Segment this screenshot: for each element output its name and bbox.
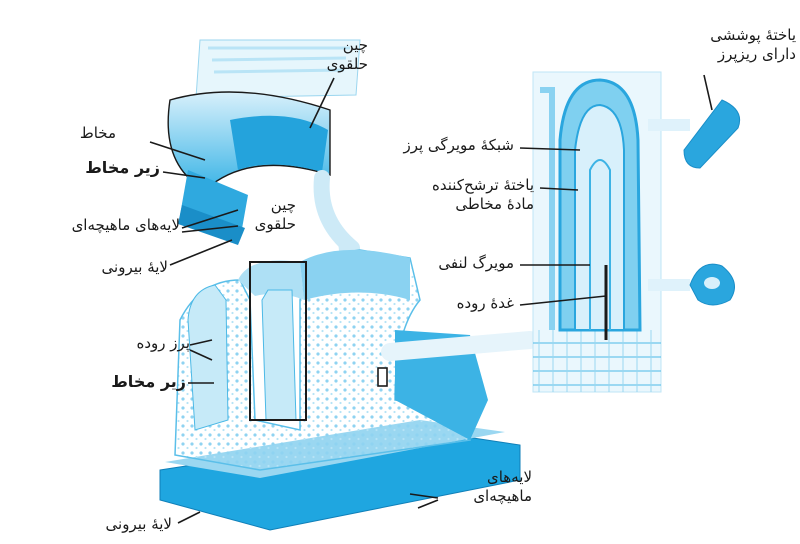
label-line: یاختهٔ پوششی xyxy=(710,26,796,45)
label-line: ماهیچه‌ای xyxy=(473,487,532,506)
label-muscle-layers-top: لایه‌های ماهیچه‌ای xyxy=(72,216,180,235)
label-line: چین xyxy=(327,36,368,55)
label-line: حلقوی xyxy=(327,55,368,74)
label-mucus-secreting-cell: یاختهٔ ترشح‌کننده مادهٔ مخاطی xyxy=(432,176,534,214)
label-circular-fold-mid: چین حلقوی xyxy=(255,196,296,234)
zoom-arrow-1 xyxy=(322,178,352,248)
label-mucosa-top: مخاط xyxy=(80,124,116,143)
label-epithelial-cell: یاختهٔ پوششی دارای ریزپرز xyxy=(710,26,796,64)
label-submucosa-top: زیر مخاط xyxy=(85,158,160,177)
label-line: دارای ریزپرز xyxy=(710,45,796,64)
label-line: چین xyxy=(255,196,296,215)
label-serosa-top: لایهٔ بیرونی xyxy=(102,258,168,277)
intestinal-wall-block xyxy=(160,250,520,530)
label-lacteal: مویرگ لنفی xyxy=(438,254,514,273)
label-line: لایه‌های xyxy=(473,468,532,487)
label-submucosa-bottom: زیر مخاط xyxy=(111,372,186,391)
label-intestinal-gland: غدهٔ روده xyxy=(457,294,514,313)
label-line: حلقوی xyxy=(255,215,296,234)
label-serosa-bottom: لایهٔ بیرونی xyxy=(106,515,172,534)
label-line: مادهٔ مخاطی xyxy=(432,195,534,214)
magnified-villus-panel xyxy=(533,72,661,392)
epithelial-cell-illustration xyxy=(684,100,740,168)
label-muscle-layers-bottom: لایه‌های ماهیچه‌ای xyxy=(473,468,532,506)
label-line: یاختهٔ ترشح‌کننده xyxy=(432,176,534,195)
zoom-arrow-2 xyxy=(390,340,530,352)
label-villus: پرز روده xyxy=(137,334,191,353)
label-circular-fold-top: چین حلقوی xyxy=(327,36,368,74)
label-capillary-network: شبکهٔ مویرگی پرز xyxy=(403,136,514,155)
